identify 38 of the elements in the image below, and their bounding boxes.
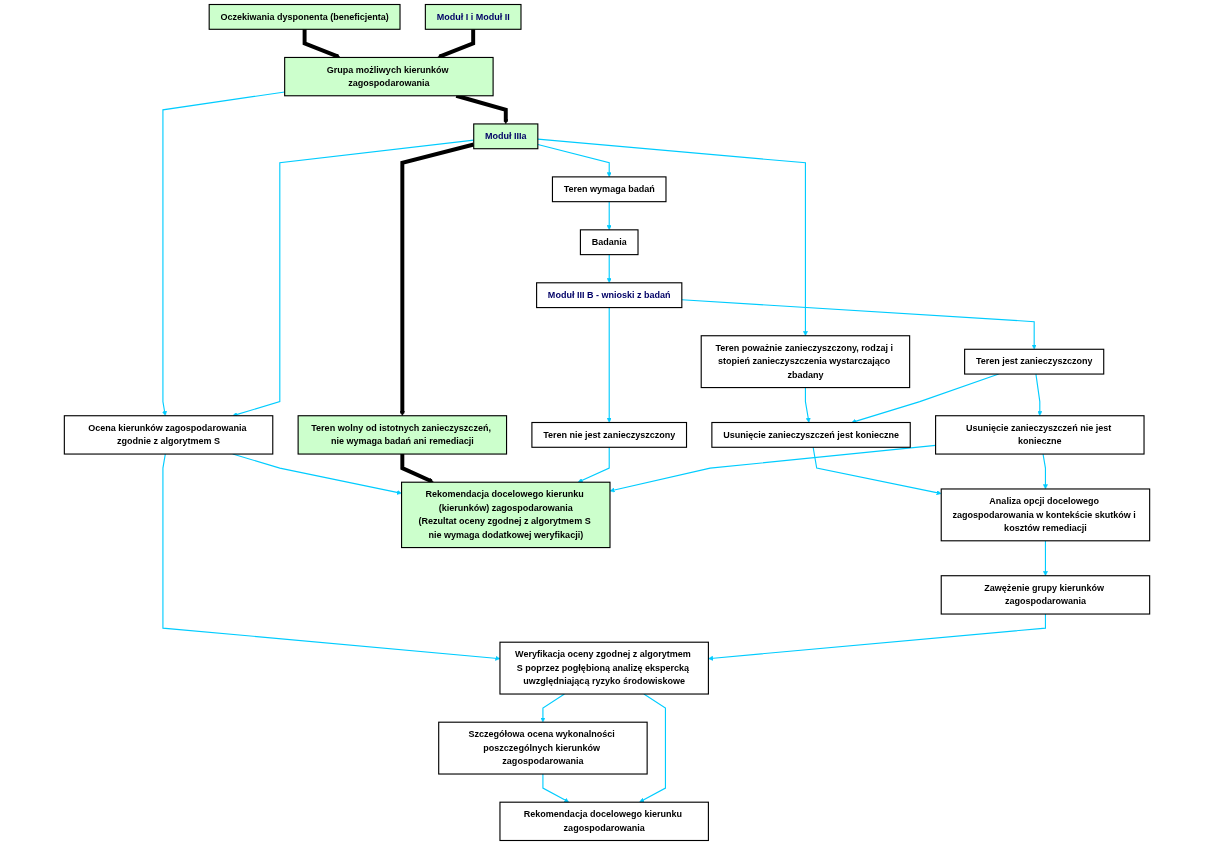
- node-box: Zawężenie grupy kierunków zagospodarowania: [940, 575, 1151, 615]
- arrow: [437, 29, 476, 59]
- node-box: Moduł I i Moduł II: [424, 3, 522, 30]
- arrow: [606, 254, 612, 283]
- node-box: Badania: [579, 229, 639, 256]
- node-box: Rekomendacja docelowego kierunku (kierunków) zagospodarowania (Rezultat oceny zgodnej z algorytmem S nie wymaga dodatkowej weryfikacji): [401, 481, 611, 549]
- node-box: Rekomendacja docelowego kierunku zagospodarowania: [499, 801, 709, 842]
- node-box: Usunięcie zanieczyszczeń nie jest konieczne: [935, 415, 1145, 455]
- arrow: [537, 143, 612, 178]
- arrow: [1042, 540, 1048, 576]
- node-box: Teren poważnie zanieczyszczony, rodzaj i stopień zanieczyszczenia wystarczająco zbadany: [700, 335, 911, 389]
- node-box: Analiza opcji docelowego zagospodarowania w kontekście skutków i kosztów remediacji: [940, 488, 1151, 542]
- node-box: Grupa możliwych kierunków zagospodarowania: [284, 56, 494, 97]
- arrow: [400, 454, 434, 484]
- arrow: [606, 307, 612, 423]
- arrow: [540, 693, 566, 723]
- node-box: Usunięcie zanieczyszczeń jest konieczne: [711, 421, 911, 448]
- node-box: Moduł III B - wnioski z badań: [536, 282, 683, 309]
- arrow: [804, 387, 811, 423]
- arrow: [302, 29, 341, 59]
- arrow: [542, 773, 570, 803]
- arrow: [577, 446, 610, 483]
- node-box: Weryfikacja oceny zgodnej z algorytmem S poprzez pogłębioną analizę ekspercką uwzględniającą ryzyko środowiskowe: [499, 641, 709, 695]
- node-box: Szczegółowa ocena wykonalności poszczególnych kierunków zagospodarowania: [438, 721, 648, 775]
- node-box: Teren jest zanieczyszczony: [964, 348, 1105, 375]
- node-box: Teren wymaga badań: [551, 176, 667, 203]
- node-box: Teren nie jest zanieczyszczony: [531, 421, 688, 448]
- node-box: Oczekiwania dysponenta (beneficjenta): [208, 3, 401, 30]
- node-box: Moduł IIIa: [473, 123, 539, 150]
- arrow: [812, 446, 942, 496]
- arrow: [1042, 453, 1048, 490]
- arrow: [606, 201, 612, 231]
- node-box: Teren wolny od istotnych zanieczyszczeń, nie wymaga badań ani remediacji: [297, 415, 508, 455]
- arrow: [1035, 373, 1043, 416]
- arrow: [708, 613, 1046, 661]
- arrow: [639, 693, 666, 803]
- node-box: Ocena kierunków zagospodarowania zgodnie z algorytmem S: [63, 415, 274, 455]
- arrow: [681, 299, 1037, 350]
